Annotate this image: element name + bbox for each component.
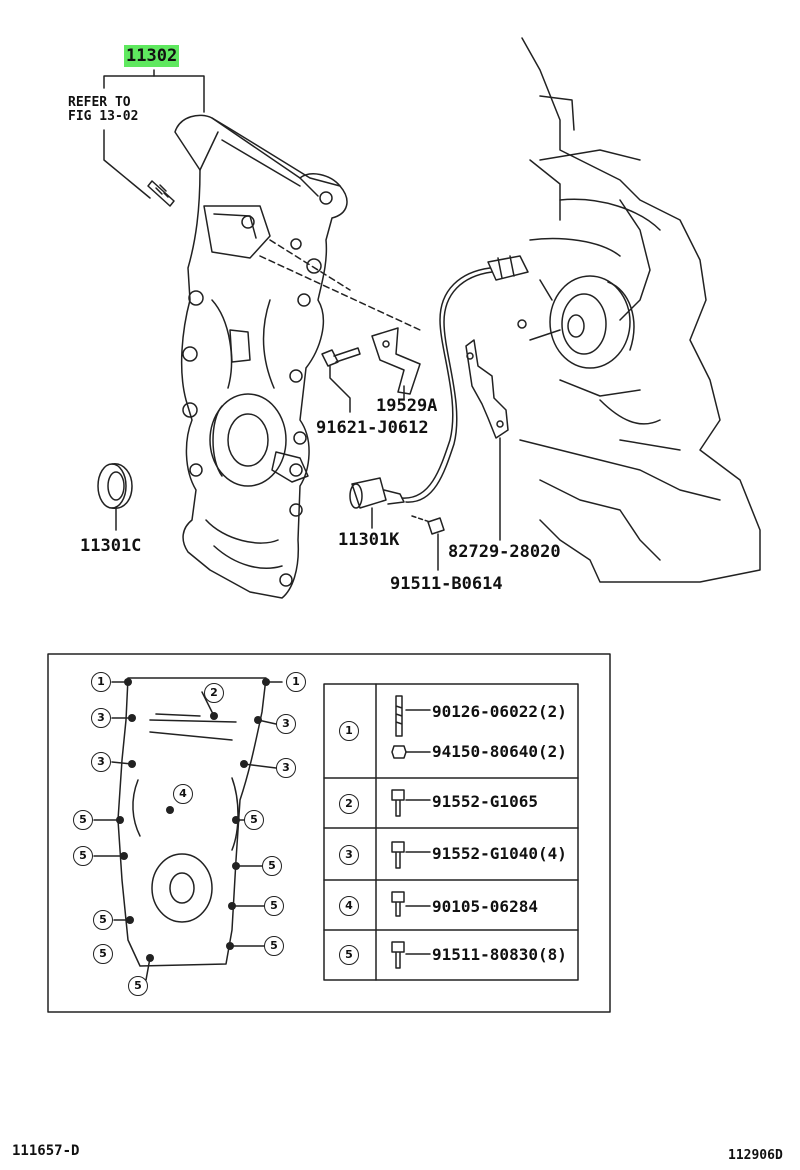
part-number: 91552-G1065 xyxy=(432,792,538,811)
assembly-line-2 xyxy=(269,239,351,291)
marker-right-5a: 5 xyxy=(244,810,264,830)
table-ref-4: 4 xyxy=(339,896,359,916)
marker-right-5b: 5 xyxy=(262,856,282,876)
marker-left-5a: 5 xyxy=(73,810,93,830)
part-qty: (2) xyxy=(537,742,567,761)
footer-right-code: 112906D xyxy=(728,1148,783,1163)
table-part-row1a: 90126-06022(2) xyxy=(432,702,567,721)
assembly-line-1 xyxy=(259,255,421,331)
table-row-lines xyxy=(323,777,579,931)
main-part-label: 11302 xyxy=(124,45,180,67)
table-part-row1b: 94150-80640(2) xyxy=(432,742,567,761)
bolt-label: 91621-J0612 xyxy=(316,418,429,438)
table-part-row2: 91552-G1065 xyxy=(432,792,538,811)
refer-line-2: FIG 13-02 xyxy=(68,109,139,124)
main-part-number: 11302 xyxy=(124,45,180,67)
table-ref-2: 2 xyxy=(339,794,359,814)
stud-leader xyxy=(103,129,151,199)
marker-left-3b: 3 xyxy=(91,752,111,772)
part-number: 90126-06022 xyxy=(432,702,538,721)
sensor-bolt-label: 91511-B0614 xyxy=(390,574,503,594)
table-ref-1: 1 xyxy=(339,721,359,741)
marker-right-3a: 3 xyxy=(276,714,296,734)
table-part-row3: 91552-G1040(4) xyxy=(432,844,567,863)
part-number: 90105-06284 xyxy=(432,897,538,916)
part-qty: (2) xyxy=(537,702,567,721)
bolt-table-frame xyxy=(323,683,579,981)
marker-left-5c: 5 xyxy=(93,910,113,930)
sensor-label: 11301K xyxy=(338,530,400,550)
table-ref-3: 3 xyxy=(339,845,359,865)
oil-seal-label: 11301C xyxy=(80,536,142,556)
cover-outline-small xyxy=(117,677,267,967)
crank-sensor xyxy=(349,255,529,529)
marker-right-1: 1 xyxy=(286,672,306,692)
table-part-row4: 90105-06284 xyxy=(432,897,538,916)
stud-bolt xyxy=(147,180,175,207)
flange-bolt xyxy=(321,347,361,413)
marker-left-1: 1 xyxy=(91,672,111,692)
marker-center-4: 4 xyxy=(173,784,193,804)
bolt-holes xyxy=(116,678,270,962)
marker-right-5d: 5 xyxy=(264,936,284,956)
legend-frame xyxy=(47,653,611,1013)
marker-center-2: 2 xyxy=(204,683,224,703)
part-number: 91552-G1040 xyxy=(432,844,538,863)
part-qty: (8) xyxy=(537,945,567,964)
part-number: 91511-80830 xyxy=(432,945,538,964)
marker-right-3b: 3 xyxy=(276,758,296,778)
bracket-label: 19529A xyxy=(376,396,438,416)
part-number: 94150-80640 xyxy=(432,742,538,761)
bracket-part xyxy=(371,327,421,399)
footer-left-code: 111657-D xyxy=(12,1143,80,1159)
sensor-bolt xyxy=(411,515,445,571)
table-part-row5: 91511-80830(8) xyxy=(432,945,567,964)
marker-left-5b: 5 xyxy=(73,846,93,866)
engine-block xyxy=(517,37,761,583)
bolt-icons xyxy=(391,695,407,969)
table-leaders xyxy=(405,709,431,955)
marker-right-5c: 5 xyxy=(264,896,284,916)
oil-seal xyxy=(97,463,133,531)
marker-left-5d: 5 xyxy=(93,944,113,964)
timing-chain-cover xyxy=(174,114,348,599)
marker-bottom-5: 5 xyxy=(128,976,148,996)
table-ref-5: 5 xyxy=(339,945,359,965)
part-qty: (4) xyxy=(537,844,567,863)
marker-left-3a: 3 xyxy=(91,708,111,728)
clamp-label: 82729-28020 xyxy=(448,542,561,562)
refer-line-1: REFER TO xyxy=(68,95,131,110)
wire-clamp xyxy=(465,339,509,541)
